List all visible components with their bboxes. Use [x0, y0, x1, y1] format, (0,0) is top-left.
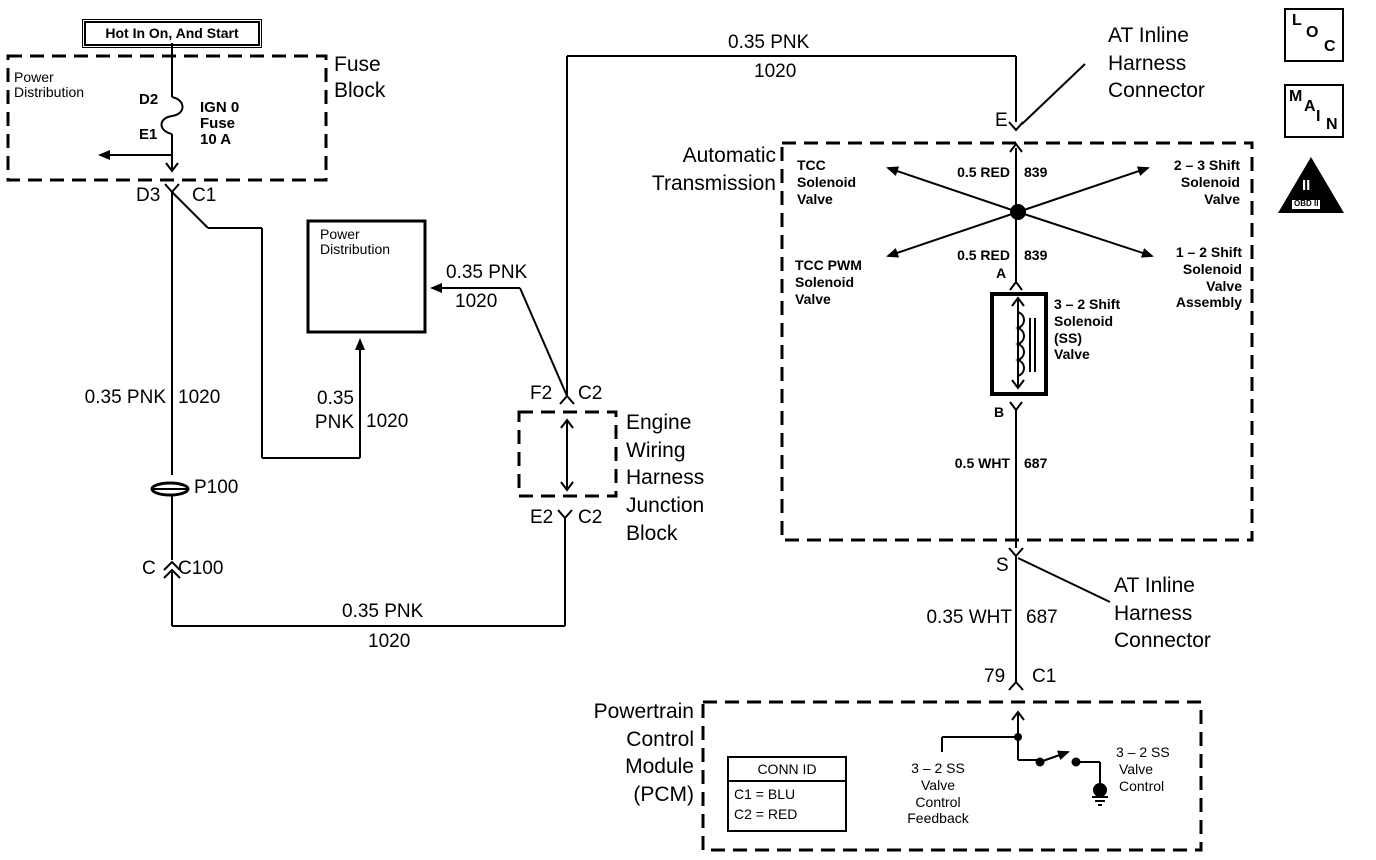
obd-label: OBD II	[1292, 199, 1321, 209]
conn-id-row: C2 = RED	[734, 806, 798, 822]
main-letter: I	[1316, 108, 1321, 125]
wire-trans-top-circuit: 839	[1024, 164, 1048, 180]
terminal-e: E	[995, 110, 1008, 131]
wire-trans-bottom-gauge: 0.5 WHT	[954, 455, 1010, 471]
fuse-block-outline	[6, 54, 328, 182]
wire-trans-bottom-circuit: 687	[1024, 455, 1048, 471]
connector-c2-bottom: C2	[578, 507, 603, 528]
main-icon[interactable]: M A I N	[1284, 84, 1344, 138]
wire-pcm-feed-circuit: 687	[1026, 607, 1058, 628]
pcm-pin-79: 79	[984, 666, 1006, 687]
power-distribution-box	[306, 219, 427, 334]
conn-id-row: C1 = BLU	[734, 786, 796, 802]
c100-connector: C100	[178, 558, 224, 579]
ground-symbol	[1093, 783, 1107, 797]
wire-trans-top-gauge: 0.5 RED	[957, 164, 1010, 180]
fuse-symbol	[160, 96, 184, 135]
loc-letter: L	[1292, 12, 1302, 29]
main-letter: A	[1304, 98, 1316, 115]
wire-pd-diag-circuit: 1020	[455, 291, 498, 312]
wire-left-circuit: 1020	[178, 387, 221, 408]
junction-block-outline	[517, 410, 618, 498]
wire-bottom-circuit: 1020	[368, 631, 411, 652]
c100-terminal: C	[142, 558, 156, 579]
splice-p100-label: P100	[194, 477, 239, 498]
terminal-s: S	[996, 555, 1009, 576]
conn-id-table: CONN ID C1 = BLU C2 = RED	[727, 756, 847, 832]
pcm-connector-c1: C1	[1032, 666, 1057, 687]
terminal-e2: E2	[530, 507, 554, 528]
wire-pd-diag-gauge: 0.35 PNK	[446, 262, 528, 283]
conn-id-header: CONN ID	[729, 758, 845, 782]
loc-icon[interactable]: L O C	[1284, 8, 1344, 62]
wire-pd-feed-circuit: 1020	[366, 411, 409, 432]
wire-top-gauge: 0.35 PNK	[728, 32, 810, 53]
shift-32-solenoid-box	[990, 292, 1048, 396]
coil-symbol	[1015, 311, 1025, 377]
terminal-d2: D2	[139, 91, 159, 108]
terminal-e1: E1	[139, 126, 158, 143]
power-condition-label: Hot In On, And Start	[82, 19, 262, 48]
wire-top-circuit: 1020	[754, 61, 797, 82]
obd-ii-icon[interactable]	[1278, 157, 1344, 213]
wire-pcm-feed-gauge: 0.35 WHT	[926, 607, 1012, 628]
connector-c1-fuse: C1	[192, 185, 217, 206]
loc-letter: O	[1306, 24, 1319, 41]
main-letter: M	[1289, 88, 1303, 105]
wire-bottom-gauge: 0.35 PNK	[342, 601, 424, 622]
wire-trans-mid-circuit: 839	[1024, 247, 1048, 263]
wire-left-gauge: 0.35 PNK	[84, 387, 166, 408]
terminal-b: B	[994, 404, 1005, 420]
pcm-outline	[701, 700, 1203, 852]
obd-roman: II	[1302, 177, 1311, 194]
terminal-f2: F2	[530, 383, 553, 404]
connector-c2-top: C2	[578, 383, 603, 404]
wire-trans-mid-gauge: 0.5 RED	[957, 247, 1010, 263]
main-letter: N	[1326, 116, 1338, 133]
terminal-a: A	[996, 265, 1007, 281]
terminal-d3: D3	[136, 185, 161, 206]
loc-letter: C	[1324, 38, 1336, 55]
